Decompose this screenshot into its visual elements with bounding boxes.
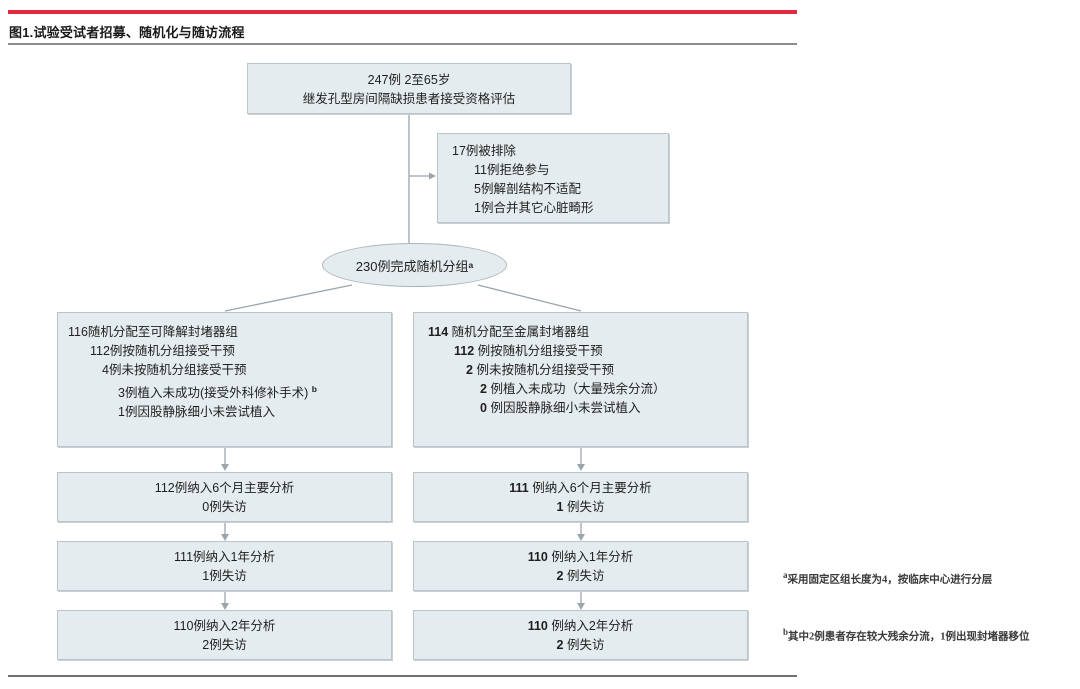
node-right-arm: 114 随机分配至金属封堵器组 112 例按随机分组接受干预 2 例未按随机分组… [413, 312, 748, 447]
footnote-b-mark: b [783, 627, 789, 637]
footnote-a-text: 采用固定区组长度为4，按临床中心进行分层 [787, 574, 993, 586]
footnote-a: a采用固定区组长度为4，按临床中心进行分层 [783, 570, 992, 587]
right-arm-line-5-text: 例因股静脉细小未尝试植入 [490, 401, 641, 415]
node-right-6month-analysis: 111 例纳入6个月主要分析 1 例失访 [413, 472, 748, 522]
node-left-6month-analysis: 112例纳入6个月主要分析 0例失访 [57, 472, 392, 522]
left-1y-line-2: 1例失访 [202, 569, 247, 583]
excluded-line-4: 1例合并其它心脏畸形 [474, 201, 594, 215]
right-arm-line-3: 2 例未按随机分组接受干预 [414, 361, 747, 380]
screened-line-2: 继发孔型房间隔缺损患者接受资格评估 [302, 92, 516, 106]
left-2y-line-1: 110例纳入2年分析 [173, 619, 276, 633]
node-excluded: 17例被排除 11例拒绝参与 5例解剖结构不适配 1例合并其它心脏畸形 [437, 133, 669, 223]
right-2y-line-2: 2 例失访 [414, 636, 747, 655]
right-1y-line-1: 110 例纳入1年分析 [414, 548, 747, 567]
right-6m-text-2: 例失访 [566, 500, 605, 514]
right-arm-line-5-num: 0 [480, 401, 487, 415]
right-6m-line-2: 1 例失访 [414, 498, 747, 517]
right-2y-num-2: 2 [556, 638, 564, 652]
node-left-2year-analysis: 110例纳入2年分析 2例失访 [57, 610, 392, 660]
randomized-footnote-mark: a [468, 260, 474, 270]
header-divider-rule [8, 43, 797, 45]
right-2y-line-1: 110 例纳入2年分析 [414, 617, 747, 636]
left-arm-line-1: 116随机分配至可降解封堵器组 [68, 325, 238, 339]
right-1y-num-1: 110 [527, 550, 548, 564]
screened-line-1: 247例 2至65岁 [367, 73, 451, 87]
right-arm-line-3-text: 例未按随机分组接受干预 [476, 363, 614, 377]
left-arm-line-4: 3例植入未成功(接受外科修补手术) b [58, 380, 391, 403]
node-left-1year-analysis: 111例纳入1年分析 1例失访 [57, 541, 392, 591]
right-6m-num-1: 111 [509, 481, 529, 495]
footnote-b-text: 其中2例患者存在较大残余分流，1例出现封堵器移位 [788, 631, 1030, 643]
footnote-b: b其中2例患者存在较大残余分流，1例出现封堵器移位 [783, 627, 1030, 644]
randomized-label: 230例完成随机分组 [355, 258, 469, 274]
node-left-arm: 116随机分配至可降解封堵器组 112例按随机分组接受干预 4例未按随机分组接受… [57, 312, 392, 447]
right-arm-line-2-num: 112 [454, 344, 475, 358]
node-right-2year-analysis: 110 例纳入2年分析 2 例失访 [413, 610, 748, 660]
left-arm-line-4-text: 3例植入未成功(接受外科修补手术) [118, 386, 309, 401]
right-arm-line-4: 2 例植入未成功（大量残余分流） [414, 380, 747, 399]
right-arm-line-1-num: 114 [428, 325, 449, 339]
right-arm-line-3-num: 2 [466, 363, 473, 377]
excluded-line-1: 17例被排除 [452, 144, 516, 158]
right-arm-line-5: 0 例因股静脉细小未尝试植入 [414, 399, 747, 418]
right-1y-text-1: 例纳入1年分析 [551, 550, 634, 564]
figure-title: 图1.试验受试者招募、随机化与随访流程 [9, 25, 245, 40]
right-2y-text-1: 例纳入2年分析 [551, 619, 634, 633]
left-arm-line-5: 1例因股静脉细小未尝试植入 [118, 405, 275, 420]
excluded-line-2: 11例拒绝参与 [474, 163, 550, 177]
node-screened: 247例 2至65岁 继发孔型房间隔缺损患者接受资格评估 [247, 63, 571, 114]
right-6m-text-1: 例纳入6个月主要分析 [532, 481, 652, 495]
left-arm-line-3: 4例未按随机分组接受干预 [102, 363, 247, 377]
right-1y-line-2: 2 例失访 [414, 567, 747, 586]
left-1y-line-1: 111例纳入1年分析 [174, 550, 275, 564]
left-2y-line-2: 2例失访 [202, 638, 247, 652]
header-accent-bar [8, 10, 797, 14]
right-1y-text-2: 例失访 [566, 569, 605, 583]
right-2y-text-2: 例失访 [566, 638, 605, 652]
right-arm-line-4-num: 2 [480, 382, 487, 396]
right-arm-line-1-text: 随机分配至金属封堵器组 [451, 325, 590, 339]
left-arm-line-2: 112例按随机分组接受干预 [90, 344, 235, 358]
left-arm-footnote-mark: b [311, 384, 317, 394]
right-1y-num-2: 2 [556, 569, 564, 583]
left-6m-line-1: 112例纳入6个月主要分析 [154, 481, 295, 495]
right-6m-num-2: 1 [556, 500, 564, 514]
right-arm-line-2-text: 例按随机分组接受干预 [477, 344, 603, 358]
right-2y-num-1: 110 [527, 619, 548, 633]
right-arm-line-1: 114 随机分配至金属封堵器组 [414, 323, 747, 342]
right-arm-line-2: 112 例按随机分组接受干预 [414, 342, 747, 361]
right-6m-line-1: 111 例纳入6个月主要分析 [414, 479, 747, 498]
footer-rule [8, 675, 797, 677]
left-6m-line-2: 0例失访 [202, 500, 247, 514]
footnote-a-mark: a [783, 570, 788, 580]
right-arm-line-4-text: 例植入未成功（大量残余分流） [490, 382, 666, 396]
node-right-1year-analysis: 110 例纳入1年分析 2 例失访 [413, 541, 748, 591]
excluded-line-3: 5例解剖结构不适配 [474, 182, 581, 196]
